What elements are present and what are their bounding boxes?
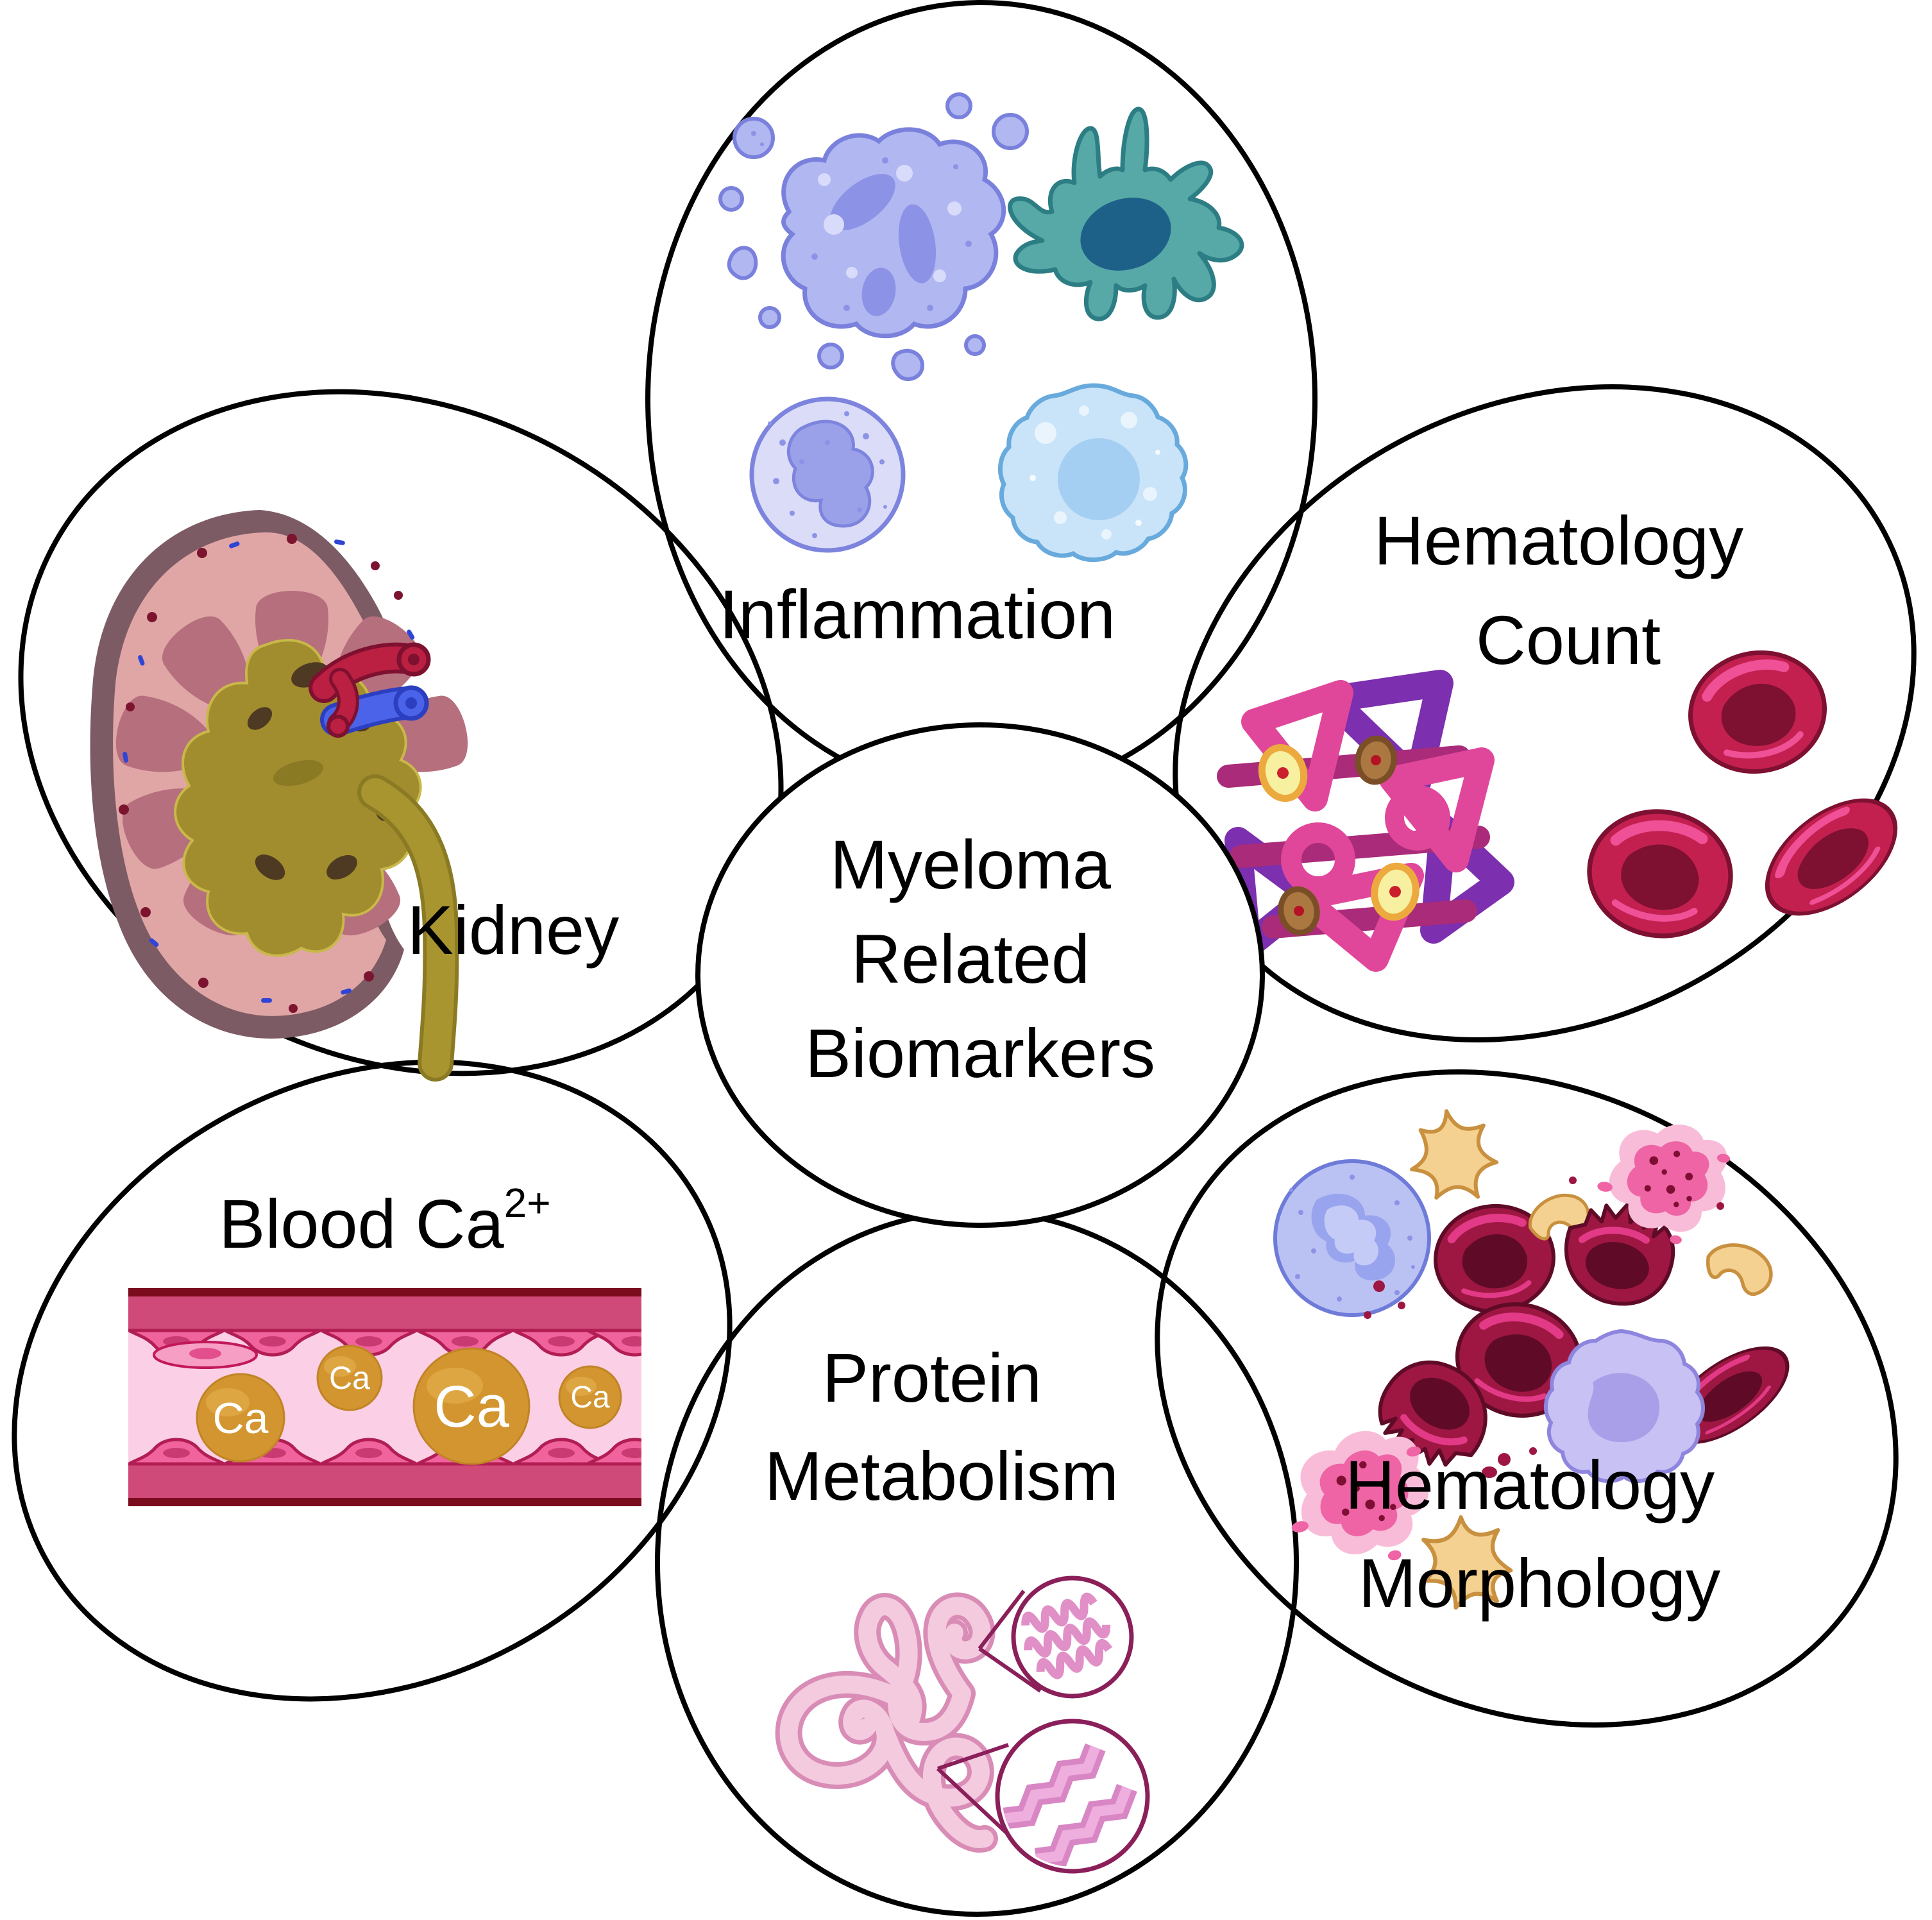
inflammation-cells xyxy=(718,92,1244,563)
center-title-line2: Related xyxy=(851,920,1090,998)
center-title-line1: Myeloma xyxy=(830,826,1112,903)
endothelium-top xyxy=(129,1330,682,1369)
label-hematology-count: Hematology Count xyxy=(1374,502,1763,679)
petal-blood-calcium xyxy=(12,1059,733,1702)
label-inflammation: Inflammation xyxy=(719,575,1115,653)
ca-ion-label: Ca xyxy=(570,1381,610,1415)
center-title-line3: Biomarkers xyxy=(805,1014,1155,1092)
alpha-helix-magnifier-icon xyxy=(1011,1576,1134,1699)
dendritic-cell-icon xyxy=(1008,106,1244,321)
center-title: Myeloma Related Biomarkers xyxy=(805,826,1155,1092)
blood-smear-icon xyxy=(1273,1104,1803,1628)
lymphocyte-morphology-icon xyxy=(1544,1329,1705,1483)
label-kidney: Kidney xyxy=(407,891,619,969)
protein-structure-icon xyxy=(775,1576,1150,1874)
ca-ion-label: Ca xyxy=(329,1360,370,1396)
label-protein-metabolism: Protein Metabolism xyxy=(765,1339,1119,1515)
kidney-icon xyxy=(90,510,468,1082)
neutrophil-icon xyxy=(1273,1159,1431,1317)
ca-ion-label: Ca xyxy=(434,1374,509,1440)
center-circle xyxy=(695,722,1265,1228)
renal-artery xyxy=(309,642,431,738)
beta-sheet-magnifier-icon xyxy=(995,1719,1150,1874)
calcium-ions: Ca Ca Ca Ca xyxy=(196,1345,622,1465)
plasma-cell-icon xyxy=(998,383,1189,563)
macrophage-icon xyxy=(718,92,1029,382)
lymphocyte-icon xyxy=(749,396,906,553)
label-blood-calcium: Blood Ca2+ xyxy=(219,1180,550,1262)
platelet-icons xyxy=(1258,735,1419,936)
blood-vessel-icon: Ca Ca Ca Ca xyxy=(128,1288,682,1506)
ca-ion-label: Ca xyxy=(213,1394,269,1443)
label-hematology-morphology: Hematology Morphology xyxy=(1345,1446,1734,1622)
